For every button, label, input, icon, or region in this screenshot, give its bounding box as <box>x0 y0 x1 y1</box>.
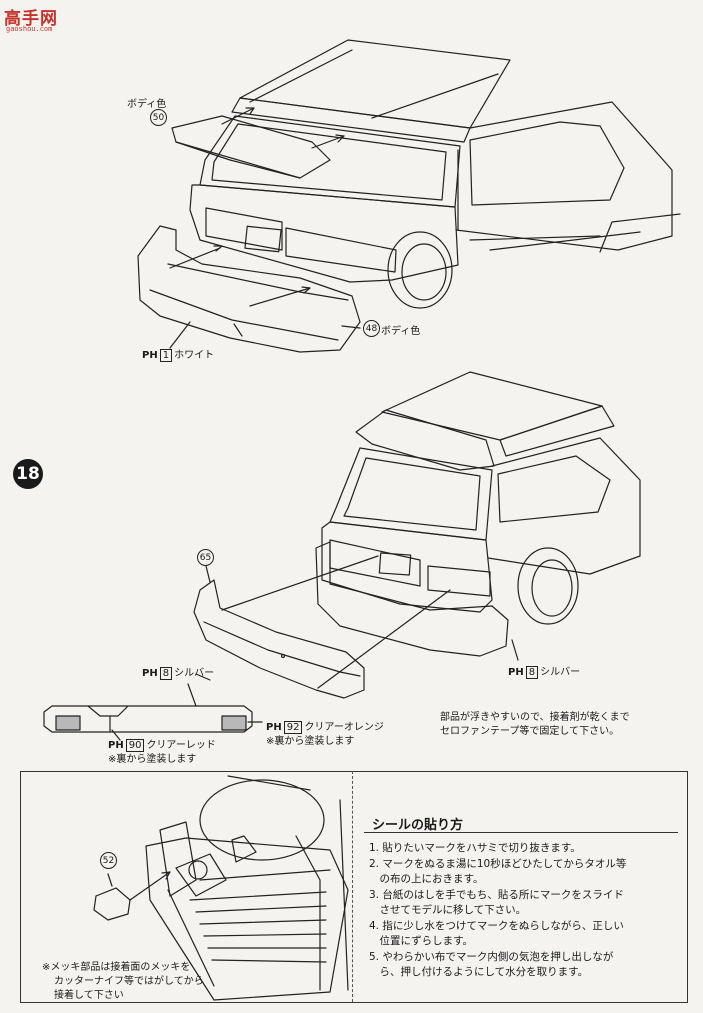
seal-step-line: ら、押し付けるようにして水分を取ります。 <box>369 966 589 978</box>
glue-note-line-1: 部品が浮きやすいので、接着剤が乾くまで <box>440 712 630 723</box>
part-50-number: 50 <box>150 109 167 126</box>
seal-step-line: の布の上におきます。 <box>369 873 484 885</box>
paint-prefix: PH <box>508 667 524 678</box>
seal-step-line: 位置にずらします。 <box>369 935 474 947</box>
paint-prefix: PH <box>266 722 282 733</box>
seal-step-line: 2. マークをぬるま湯に10秒ほどひたしてからタオル等 <box>369 857 627 870</box>
step-number-badge: 18 <box>13 459 43 489</box>
paint-prefix: PH <box>142 668 158 679</box>
part-48-number: 48 <box>363 320 380 337</box>
paint-prefix: PH <box>108 740 124 751</box>
middle-car-drawing <box>193 371 641 699</box>
seal-instructions-title: シールの貼り方 <box>372 818 464 833</box>
paint-92-note: ※裏から塗装します <box>266 736 355 747</box>
seal-step-line: 4. 指に少し水をつけてマークをぬらしながら、正しい <box>369 919 624 932</box>
paint-code: 8 <box>525 666 539 679</box>
part-65-number: 65 <box>197 549 214 566</box>
paint-name: クリアーレッド <box>146 740 216 751</box>
seal-step-line: 1. 貼りたいマークをハサミで切り抜きます。 <box>369 842 581 854</box>
paint-code: 1 <box>159 349 173 362</box>
bottom-info-box <box>20 771 688 1003</box>
plating-note-line-3: 接着して下さい <box>54 990 124 1001</box>
seal-step-line: させてモデルに移して下さい。 <box>369 904 527 916</box>
paint-name: ホワイト <box>174 350 215 361</box>
paint-code: 90 <box>125 739 145 752</box>
part-48-color-label: ボディ色 <box>381 326 421 337</box>
watermark-logo: 高手网 <box>4 9 58 29</box>
seal-step-line: 3. 台紙のはしを手でもち、貼る所にマークをスライド <box>369 888 624 901</box>
part-50-color-label: ボディ色 <box>127 99 167 110</box>
seal-step-line: 5. やわらかい布でマーク内側の気泡を押し出しなが <box>369 950 614 963</box>
paint-name: シルバー <box>174 668 215 679</box>
seal-title-rule <box>364 832 678 833</box>
watermark-url: gaoshou.com <box>6 25 53 33</box>
interior-drawing <box>93 775 349 1001</box>
paint-name: シルバー <box>540 667 581 678</box>
paint-code: 8 <box>159 667 173 680</box>
box-divider <box>352 771 353 1002</box>
part-52-number: 52 <box>100 852 117 869</box>
seal-steps-list: 1. 貼りたいマークをハサミで切り抜きます。 2. マークをぬるま湯に10秒ほど… <box>369 841 681 981</box>
plating-note-line-1: ※メッキ部品は接着面のメッキを <box>42 962 191 973</box>
lens-strip-drawing <box>43 683 263 741</box>
paint-prefix: PH <box>142 350 158 361</box>
paint-90-note: ※裏から塗装します <box>108 754 197 765</box>
plating-note-line-2: カッターナイフ等ではがしてから <box>54 976 204 987</box>
glue-note-line-2: セロファンテープ等で固定して下さい。 <box>440 726 620 737</box>
paint-name: クリアーオレンジ <box>304 722 384 733</box>
paint-code: 92 <box>283 721 303 734</box>
top-car-drawing <box>137 39 681 353</box>
